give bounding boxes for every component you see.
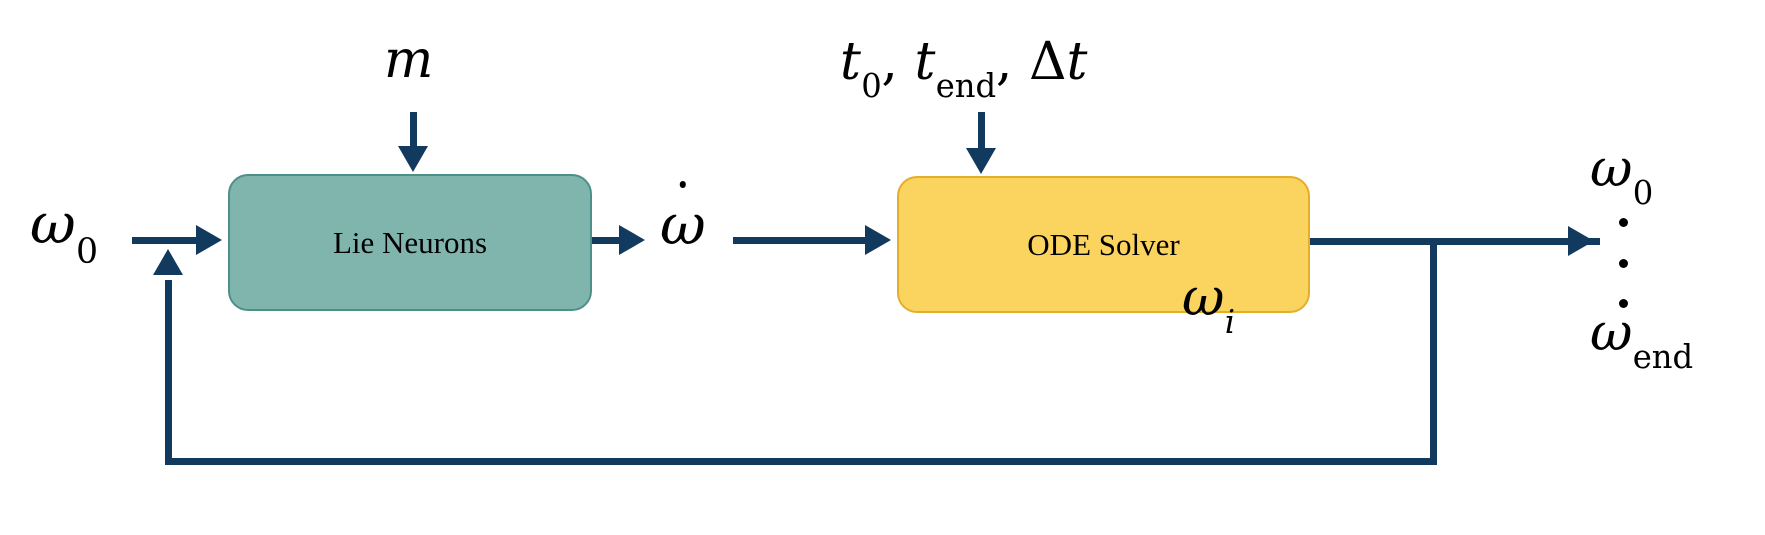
omega-glyph: ω bbox=[30, 192, 76, 257]
node-lie-neurons-label: Lie Neurons bbox=[332, 224, 488, 260]
edge-lie-neurons-to-omega-dot bbox=[592, 237, 636, 244]
node-ode-solver-label: ODE Solver bbox=[1027, 226, 1180, 262]
dot-accent-icon bbox=[679, 181, 687, 188]
omega-subscript-0: 0 bbox=[1632, 174, 1654, 213]
ellipsis-dot bbox=[1618, 299, 1628, 308]
edge-m-to-lie-neurons bbox=[410, 112, 417, 152]
tend-glyph: t bbox=[914, 32, 936, 92]
label-omega-dot: ω bbox=[660, 181, 706, 254]
arrowhead-ode-solver-to-output bbox=[1568, 226, 1594, 256]
omega-subscript-i: i bbox=[1224, 303, 1236, 342]
ellipsis-dot bbox=[1618, 258, 1628, 268]
label-output-omega-end: ωend bbox=[1590, 307, 1693, 374]
edge-feedback-left-vertical bbox=[165, 280, 172, 462]
edge-ode-solver-to-output bbox=[1310, 238, 1600, 245]
node-ode-solver[interactable]: ODE Solver bbox=[897, 176, 1310, 313]
label-time-parameters: t0, tend, Δt bbox=[840, 36, 1087, 103]
tend-subscript: end bbox=[935, 67, 997, 106]
edge-feedback-bottom-horizontal bbox=[165, 458, 1437, 465]
label-output-omega-0: ω0 bbox=[1590, 143, 1653, 210]
arrowhead-time-params-to-ode-solver bbox=[966, 148, 996, 174]
label-input-omega-0: ω0 bbox=[30, 197, 98, 270]
t0-subscript: 0 bbox=[861, 67, 882, 106]
omega-subscript-end: end bbox=[1632, 338, 1694, 377]
t0-glyph: t bbox=[840, 32, 861, 92]
ellipsis-dot bbox=[1618, 218, 1628, 227]
vertical-ellipsis-icon bbox=[1617, 218, 1629, 308]
delta-t-variable: t bbox=[1066, 32, 1088, 92]
arrowhead-m-to-lie-neurons bbox=[398, 146, 428, 172]
arrowhead-feedback-into-lie-neurons bbox=[153, 249, 183, 275]
omega-glyph: ω bbox=[1590, 303, 1633, 363]
edge-feedback-branch-vertical bbox=[1430, 238, 1437, 465]
arrowhead-lie-neurons-to-omega-dot bbox=[619, 225, 645, 255]
edge-time-params-to-ode-solver bbox=[978, 112, 985, 154]
label-input-m: m bbox=[384, 34, 433, 86]
omega-glyph: ω bbox=[1590, 139, 1633, 199]
m-glyph: m bbox=[384, 30, 434, 90]
node-lie-neurons[interactable]: Lie Neurons bbox=[228, 174, 592, 311]
omega-subscript-0: 0 bbox=[76, 231, 99, 272]
label-omega-i: ωi bbox=[1182, 272, 1235, 339]
omega-glyph: ω bbox=[660, 193, 706, 258]
edge-omega0-to-lie-neurons bbox=[132, 237, 214, 244]
separator-comma-1: , bbox=[881, 32, 915, 92]
omega-glyph: ω bbox=[1182, 268, 1225, 328]
delta-glyph: Δ bbox=[1028, 32, 1067, 92]
separator-comma-2: , bbox=[995, 32, 1029, 92]
edge-omega-dot-to-ode-solver bbox=[733, 237, 873, 244]
arrowhead-omega0-to-lie-neurons bbox=[196, 225, 222, 255]
arrowhead-omega-dot-to-ode-solver bbox=[865, 225, 891, 255]
omega-dot-glyph: ω bbox=[660, 181, 706, 254]
